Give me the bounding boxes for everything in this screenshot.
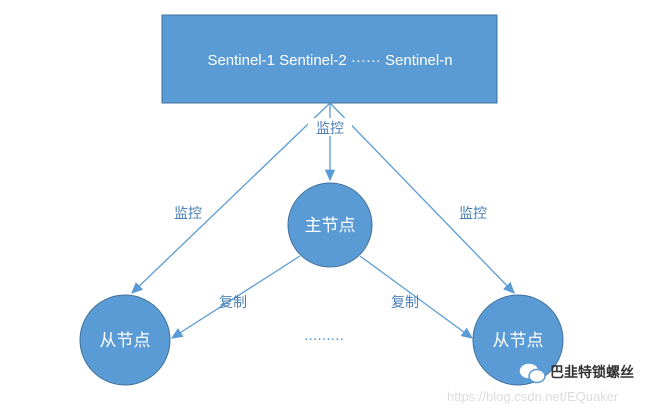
sentinel-box	[161, 14, 498, 104]
wechat-icon	[518, 362, 546, 384]
master-node-label: 主节点	[305, 216, 356, 236]
monitor-arrow-right	[329, 102, 515, 294]
sentinel-box-text: Sentinel-1 Sentinel-2 ······ Sentinel-n	[207, 52, 452, 69]
watermark-url: https://blog.csdn.net/EQuaker	[447, 389, 619, 404]
ellipsis: ·········	[304, 332, 344, 348]
master-node	[287, 182, 373, 268]
replicate-arrow-left	[170, 255, 301, 339]
monitor-label-left: 监控	[174, 206, 202, 222]
slave-node-left-label: 从节点	[100, 331, 151, 351]
slave-node-right	[472, 294, 564, 386]
monitor-label-center: 监控	[316, 121, 344, 137]
monitor-label-right: 监控	[459, 206, 487, 222]
slave-node-right-label: 从节点	[493, 331, 544, 351]
replicate-label-right: 复制	[391, 294, 419, 311]
replicate-label-left: 复制	[219, 294, 247, 311]
slave-node-left	[79, 294, 171, 386]
monitor-arrow-left	[131, 102, 331, 294]
replicate-arrow-right	[359, 255, 474, 339]
watermark-brand: 巴韭特锁螺丝	[550, 365, 634, 381]
